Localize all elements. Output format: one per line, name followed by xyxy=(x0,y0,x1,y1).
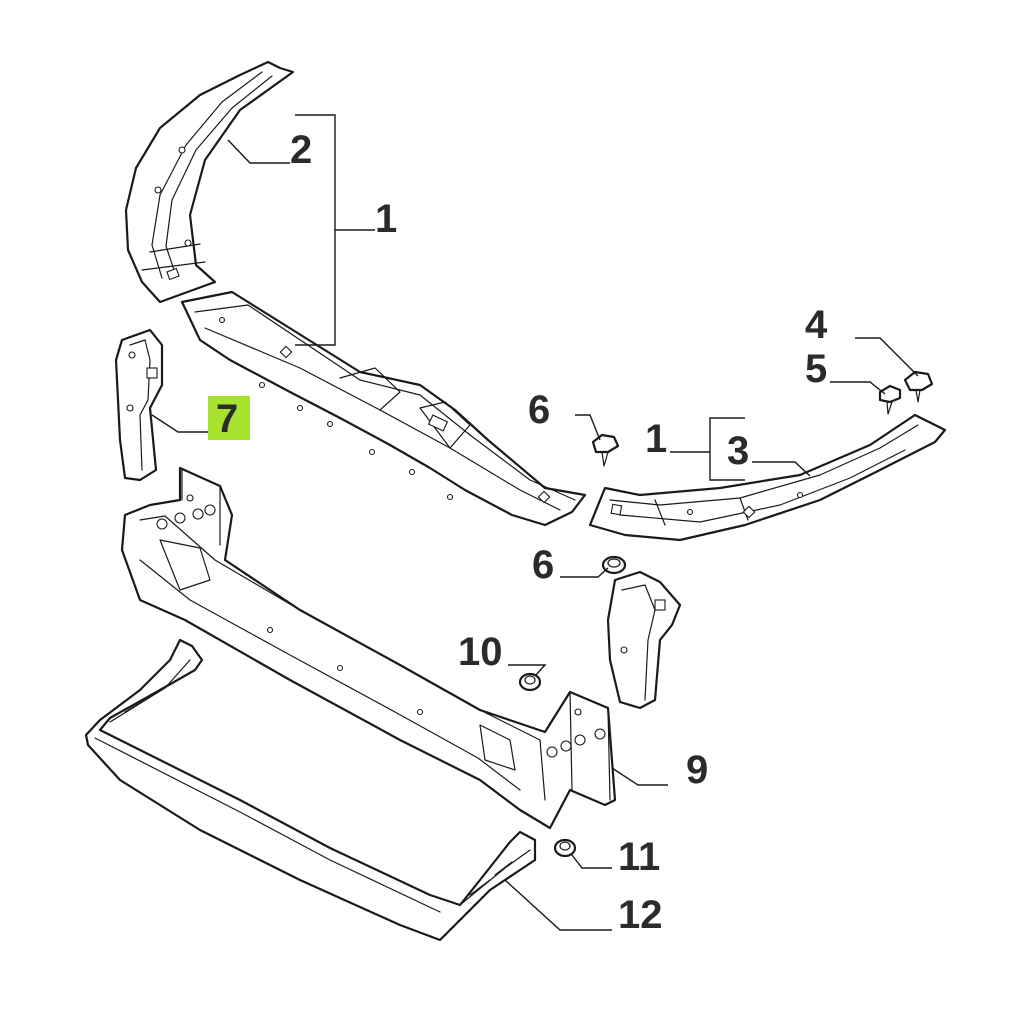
callout-5: 5 xyxy=(805,347,827,391)
leader-lines xyxy=(151,114,919,931)
part-11-nut[interactable] xyxy=(553,838,577,858)
callout-1-top: 1 xyxy=(375,197,397,241)
part-1-upper-crossmember[interactable] xyxy=(180,290,587,527)
callout-4: 4 xyxy=(805,303,828,347)
part-10-nut[interactable] xyxy=(518,672,542,692)
part-9-bumper-beam[interactable] xyxy=(120,466,617,830)
callout-6-bottom: 6 xyxy=(532,543,554,587)
part-4-clip[interactable] xyxy=(903,370,934,403)
part-3-right-member[interactable] xyxy=(588,413,947,542)
callout-7-highlight xyxy=(208,396,250,440)
part-6-nut-bottom[interactable] xyxy=(601,555,627,575)
callout-9: 9 xyxy=(686,748,708,792)
callout-12: 12 xyxy=(618,893,663,937)
part-7-left-bracket[interactable] xyxy=(114,328,164,482)
callout-6-top: 6 xyxy=(528,388,550,432)
callouts: 2 1 7 4 5 6 1 3 6 10 9 11 12 xyxy=(208,128,828,937)
part-6-clip-top[interactable] xyxy=(591,433,620,467)
callout-11: 11 xyxy=(618,835,660,879)
part-12-lower-support[interactable] xyxy=(84,638,537,942)
callout-3: 3 xyxy=(727,429,749,473)
callout-10: 10 xyxy=(458,630,503,674)
part-5-clip[interactable] xyxy=(878,384,902,415)
part-7-right-bracket[interactable] xyxy=(606,570,682,710)
callout-2: 2 xyxy=(290,128,312,172)
callout-1-right: 1 xyxy=(645,417,667,461)
callout-7: 7 xyxy=(216,397,238,441)
part-2-left-arch[interactable] xyxy=(124,60,295,304)
